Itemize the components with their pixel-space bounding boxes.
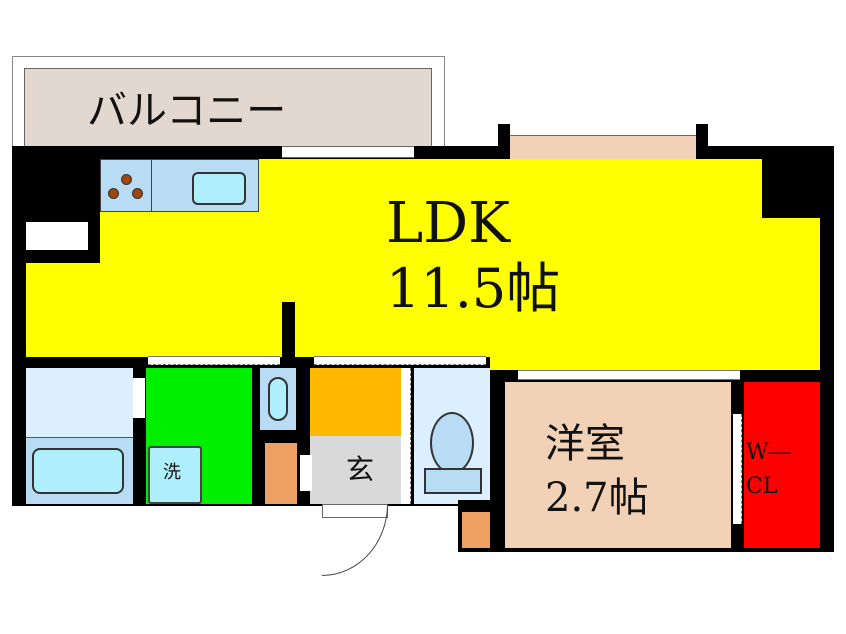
toilet-room bbox=[414, 368, 490, 504]
sink-icon bbox=[192, 172, 246, 205]
bath-door[interactable] bbox=[133, 378, 145, 418]
western-room-door[interactable] bbox=[518, 370, 740, 380]
pipe-space bbox=[462, 512, 494, 548]
ldk-size: 11.5帖 bbox=[386, 257, 561, 320]
ldk-room-bottom-right bbox=[490, 355, 820, 370]
washer-label: 洗 bbox=[163, 462, 181, 483]
kitchen-stove bbox=[100, 159, 152, 212]
toilet-door[interactable] bbox=[401, 368, 411, 504]
entrance-door-strip[interactable] bbox=[314, 356, 486, 365]
basin-icon bbox=[268, 377, 288, 421]
entrance-storage bbox=[310, 368, 401, 436]
closet-label-line1: W― bbox=[746, 440, 791, 465]
bay-floor bbox=[510, 136, 696, 160]
bathroom bbox=[26, 368, 133, 437]
ldk-room-lower-left bbox=[26, 263, 106, 357]
western-room: 洋室 2.7帖 bbox=[505, 382, 731, 548]
closet-label-line2: CL bbox=[746, 474, 778, 499]
partition-wall bbox=[282, 302, 295, 362]
ldk-room-right bbox=[760, 218, 820, 370]
balcony-label: バルコニー bbox=[87, 88, 287, 134]
toilet-bowl-icon bbox=[430, 412, 474, 474]
walk-in-closet: W― CL bbox=[744, 382, 820, 548]
western-room-size: 2.7帖 bbox=[545, 475, 649, 521]
front-door-swing[interactable] bbox=[322, 504, 388, 576]
burner-icon bbox=[132, 188, 143, 199]
balcony-window[interactable] bbox=[282, 146, 414, 158]
entrance-inner-door[interactable] bbox=[300, 455, 312, 491]
ldk-label: LDK bbox=[386, 191, 510, 256]
toilet-tank-icon bbox=[424, 468, 482, 494]
washroom-door[interactable] bbox=[148, 356, 280, 365]
kitchen-counter bbox=[151, 159, 259, 212]
balcony: バルコニー bbox=[24, 68, 432, 152]
burner-icon bbox=[108, 188, 119, 199]
washer-space: 洗 bbox=[148, 446, 202, 504]
bay-window bbox=[510, 124, 696, 136]
entrance-label: 玄 bbox=[346, 453, 375, 486]
closet-door[interactable] bbox=[733, 414, 742, 524]
storage-niche bbox=[26, 222, 88, 250]
bathtub-area bbox=[26, 437, 133, 504]
burner-icon bbox=[121, 174, 132, 185]
western-room-label: 洋室 bbox=[545, 421, 625, 467]
entrance: 玄 bbox=[310, 436, 401, 504]
bathtub-icon bbox=[32, 448, 124, 494]
shoe-box bbox=[265, 443, 297, 504]
wash-basin bbox=[260, 368, 296, 430]
